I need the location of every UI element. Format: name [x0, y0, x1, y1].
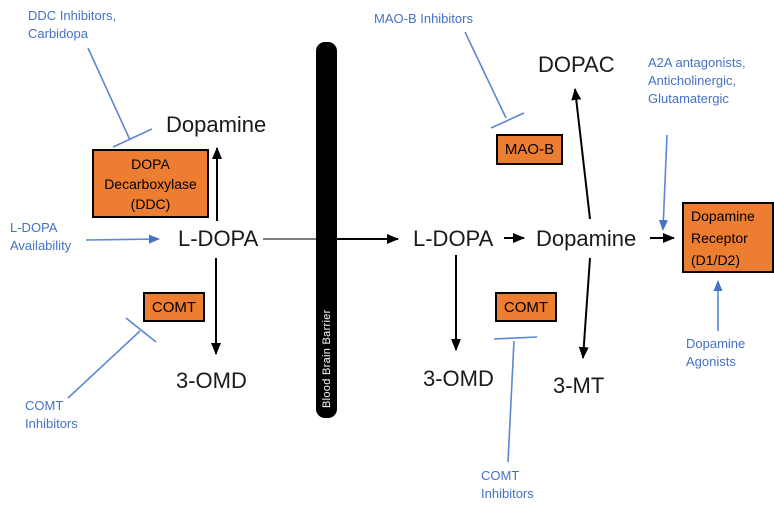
- note-dopamine-agonists: Dopamine Agonists: [686, 335, 745, 371]
- node-3omd-right: 3-OMD: [423, 366, 494, 391]
- note-comt-inhibitors-right-line2: Inhibitors: [481, 486, 534, 501]
- box-receptor-line3: (D1/D2): [691, 251, 741, 268]
- box-mao-b: MAO-B: [496, 134, 563, 165]
- note-a2a-line2: Anticholinergic,: [648, 73, 737, 88]
- node-ldopa-right: L-DOPA: [413, 226, 494, 251]
- note-dopamine-agonists-line1: Dopamine: [686, 336, 746, 351]
- box-dopa-decarboxylase: DOPA Decarboxylase (DDC): [92, 149, 209, 218]
- box-comt-left: COMT: [143, 292, 205, 322]
- box-receptor-line2: Receptor: [691, 229, 748, 246]
- inhibit-tbar-maob: [490, 112, 525, 129]
- note-comt-inhibitors-right-line1: COMT: [481, 468, 520, 483]
- inhibit-line-comt-right: [507, 340, 515, 463]
- node-dopac: DOPAC: [538, 52, 615, 77]
- box-ddc-line1: DOPA: [131, 155, 170, 172]
- inhibit-tbar-comt-right: [493, 336, 538, 340]
- inhibit-tbar-comt-left: [125, 317, 157, 343]
- note-dopamine-agonists-line2: Agonists: [686, 354, 736, 369]
- note-comt-inhibitors-left: COMT Inhibitors: [25, 397, 78, 433]
- arrow-dopamine-to-3mt: [578, 257, 591, 359]
- node-dopamine-right: Dopamine: [536, 226, 637, 251]
- box-comt-right-label: COMT: [503, 298, 549, 316]
- note-comt-inhibitors-right: COMT Inhibitors: [481, 467, 534, 503]
- note-a2a-line3: Glutamatergic: [648, 91, 729, 106]
- note-ddc-inhibitors-line2: Carbidopa: [28, 26, 88, 41]
- note-maob-inhibitors: MAO-B Inhibitors: [374, 11, 473, 26]
- box-ddc-line2: Decarboxylase: [104, 175, 197, 192]
- note-ldopa-availability: L-DOPA Availability: [10, 219, 71, 255]
- arrow-a2a-to-junction: [658, 134, 668, 231]
- blood-brain-barrier-bar: Blood Brain Barrier: [316, 42, 337, 418]
- box-ddc-line3: (DDC): [130, 195, 171, 212]
- note-a2a-antagonists: A2A antagonists, Anticholinergic, Glutam…: [648, 54, 746, 108]
- arrow-dopamine-to-dopac: [571, 88, 591, 220]
- inhibit-tbar-ddc: [112, 128, 153, 148]
- box-comt-left-label: COMT: [151, 298, 197, 316]
- note-ldopa-availability-line1: L-DOPA: [10, 220, 58, 235]
- box-dopamine-receptor: Dopamine Receptor (D1/D2): [682, 202, 774, 273]
- note-ldopa-availability-line2: Availability: [10, 238, 72, 253]
- note-comt-inhibitors-left-line2: Inhibitors: [25, 416, 78, 431]
- inhibit-line-maob: [464, 31, 507, 119]
- box-mao-b-label: MAO-B: [504, 141, 555, 158]
- note-comt-inhibitors-left-line1: COMT: [25, 398, 64, 413]
- note-a2a-line1: A2A antagonists,: [648, 55, 746, 70]
- note-ddc-inhibitors-line1: DDC Inhibitors,: [28, 8, 117, 23]
- box-comt-right: COMT: [495, 292, 557, 322]
- node-3omd-left: 3-OMD: [176, 368, 247, 393]
- inhibit-line-comt-left: [67, 330, 141, 399]
- node-ldopa-left: L-DOPA: [178, 226, 259, 251]
- note-ddc-inhibitors: DDC Inhibitors, Carbidopa: [28, 7, 116, 43]
- node-3mt: 3-MT: [553, 373, 605, 398]
- blood-brain-barrier-label: Blood Brain Barrier: [321, 309, 333, 408]
- arrow-ldopa-availability: [85, 234, 160, 244]
- inhibit-line-ddc: [87, 47, 131, 141]
- node-dopamine-left: Dopamine: [166, 112, 267, 137]
- box-receptor-line1: Dopamine: [691, 207, 755, 224]
